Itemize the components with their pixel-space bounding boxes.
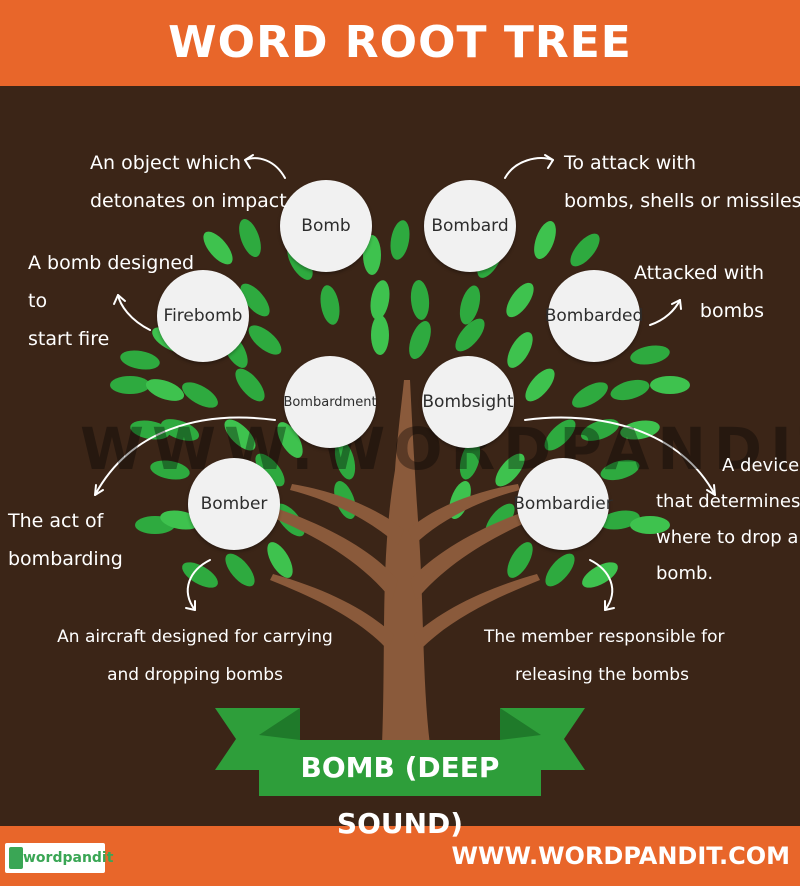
logo-text: wordpandit [23, 850, 114, 866]
leaf-shape [410, 280, 430, 320]
word-circle-bombarded: Bombarded [545, 270, 643, 362]
leaf-shape [235, 368, 265, 402]
meaning-bombarded: Attacked with bombs [634, 262, 765, 322]
leaf-shape [544, 419, 576, 451]
leaf-shape [145, 379, 185, 401]
leaf-shape [507, 542, 533, 578]
leaf-shape [459, 285, 481, 325]
leaf-shape [150, 460, 190, 480]
leaf-shape [277, 422, 303, 458]
word-circle-bombardier: Bombardier [513, 458, 613, 550]
leaf-shape [570, 233, 600, 267]
watermark-text: WWW.WORDPANDIT.COM [80, 415, 800, 483]
meaning-bomber: An aircraft designed for carrying and dr… [57, 627, 333, 685]
meaning-bombardment: The act of bombarding [8, 510, 123, 570]
leaf-shape [534, 220, 556, 260]
word-circle-firebomb: Firebomb [157, 270, 249, 362]
leaf-shape [239, 218, 261, 258]
leaf-shape [545, 553, 575, 587]
word-label: Bomber [200, 494, 268, 514]
leaf-shape [182, 382, 218, 408]
leaf-shape [110, 376, 150, 394]
leaf-shape [610, 379, 650, 401]
word-label: Bombardment [283, 394, 377, 410]
leaf-shape [600, 459, 640, 481]
leaf-shape [455, 318, 485, 352]
footer-bar [0, 826, 800, 886]
leaf-shape [334, 440, 356, 480]
word-circle-bombard: Bombard [424, 180, 516, 272]
leaf-shape [582, 562, 618, 588]
leaf-shape [525, 368, 555, 402]
leaf-shape [390, 220, 410, 260]
leaf-shape [506, 282, 534, 318]
leaf-shape [225, 553, 255, 587]
word-label: Bomb [301, 216, 351, 236]
leaf-shape [320, 285, 340, 325]
word-label: Bombard [431, 216, 509, 236]
wordpandit-logo[interactable]: wordpandit [5, 843, 113, 873]
leaf-shape [267, 542, 293, 578]
leaf-shape [248, 325, 282, 355]
leaf-shape [630, 345, 670, 365]
leaf-shape [600, 510, 640, 530]
ribbon-banner [215, 708, 585, 796]
leaf-shape [371, 315, 389, 355]
meaning-bombard: To attack with bombs, shells or missiles [564, 152, 800, 212]
page-title: WORD ROOT TREE [168, 17, 632, 68]
word-circle-bomb: Bomb [280, 180, 372, 272]
leaf-shape [130, 420, 170, 440]
leaf-shape [650, 376, 690, 394]
leaf-shape [255, 453, 285, 487]
meaning-firebomb: A bomb designed to start fire [28, 252, 195, 350]
word-circle-bombardment: Bombardment [283, 356, 377, 448]
leaf-shape [203, 231, 233, 265]
word-label: Firebomb [163, 306, 243, 326]
meaning-bomb: An object which detonates on impact [90, 152, 287, 212]
word-circle-bombsight: Bombsight [422, 356, 514, 448]
meaning-bombsight: A device that determines where to drop a… [656, 455, 800, 584]
leaf-shape [630, 516, 670, 534]
leaf-shape [409, 320, 431, 360]
word-label: Bombardier [513, 494, 613, 514]
leaf-shape [507, 332, 533, 368]
leaf-shape [160, 419, 200, 441]
leaf-shape [120, 350, 160, 370]
bookmark-icon [9, 847, 23, 869]
word-label: Bombsight [422, 392, 514, 412]
root-word-label: BOMB (DEEP SOUND) [300, 751, 500, 840]
header-bar: WORD ROOT TREE [0, 0, 800, 86]
leaf-shape [240, 283, 270, 317]
leaf-shape [224, 419, 256, 451]
leaf-shape [495, 453, 525, 487]
leaf-shape [459, 440, 481, 480]
meaning-bombardier: The member responsible for releasing the… [484, 627, 725, 685]
word-circle-bomber: Bomber [188, 458, 280, 550]
leaf-shape [572, 382, 608, 408]
leaf-shape [580, 419, 620, 441]
word-label: Bombarded [544, 306, 644, 326]
leaf-shape [182, 562, 218, 588]
footer-website-link[interactable]: WWW.WORDPANDIT.COM [451, 842, 791, 870]
annotation-arrows [94, 154, 716, 611]
leaf-shape [370, 280, 390, 320]
